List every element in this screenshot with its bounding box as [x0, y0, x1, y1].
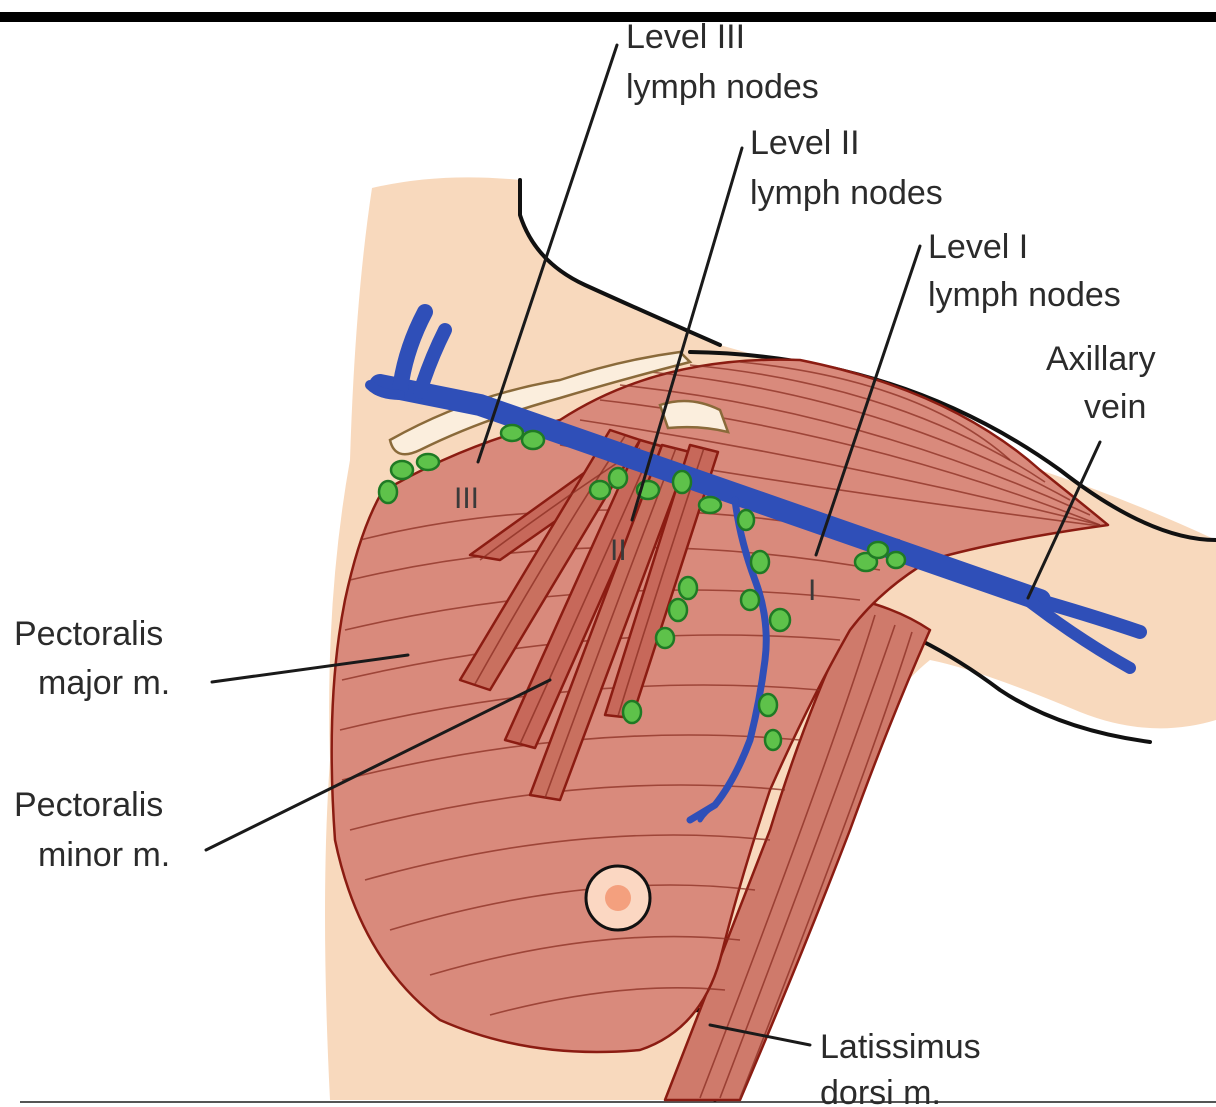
label-level-1: Level I lymph nodes	[928, 228, 1121, 314]
label-pectoralis-minor-line2: minor m.	[38, 836, 170, 874]
label-axillary-vein-line2: vein	[1084, 388, 1146, 426]
label-pectoralis-major-line1: Pectoralis	[14, 615, 163, 653]
label-level-2: Level II lymph nodes	[750, 124, 943, 212]
level-1-marker: I	[808, 574, 816, 607]
pectoralis-major-muscle	[332, 360, 1108, 1052]
label-level-3-line2: lymph nodes	[626, 68, 819, 106]
label-level-1-line1: Level I	[928, 228, 1028, 266]
label-axillary-vein-line1: Axillary	[1046, 340, 1156, 378]
label-axillary-vein: Axillary vein	[1046, 340, 1156, 426]
level-2-marker: II	[610, 534, 627, 567]
label-pectoralis-minor-line1: Pectoralis	[14, 786, 163, 824]
label-level-3-line1: Level III	[626, 18, 745, 56]
label-pectoralis-major: Pectoralis major m.	[14, 615, 170, 702]
nipple-areola	[586, 866, 650, 930]
label-level-2-line2: lymph nodes	[750, 174, 943, 212]
label-level-1-line2: lymph nodes	[928, 276, 1121, 314]
label-latissimus-line1: Latissimus	[820, 1028, 981, 1066]
label-pectoralis-minor: Pectoralis minor m.	[14, 786, 170, 874]
level-3-marker: III	[454, 482, 479, 515]
label-latissimus-dorsi: Latissimus dorsi m.	[820, 1028, 981, 1107]
top-border-bar	[0, 12, 1216, 22]
label-level-3: Level III lymph nodes	[626, 18, 819, 106]
label-pectoralis-major-line2: major m.	[38, 664, 170, 702]
label-latissimus-line2: dorsi m.	[820, 1074, 941, 1107]
label-level-2-line1: Level II	[750, 124, 860, 162]
